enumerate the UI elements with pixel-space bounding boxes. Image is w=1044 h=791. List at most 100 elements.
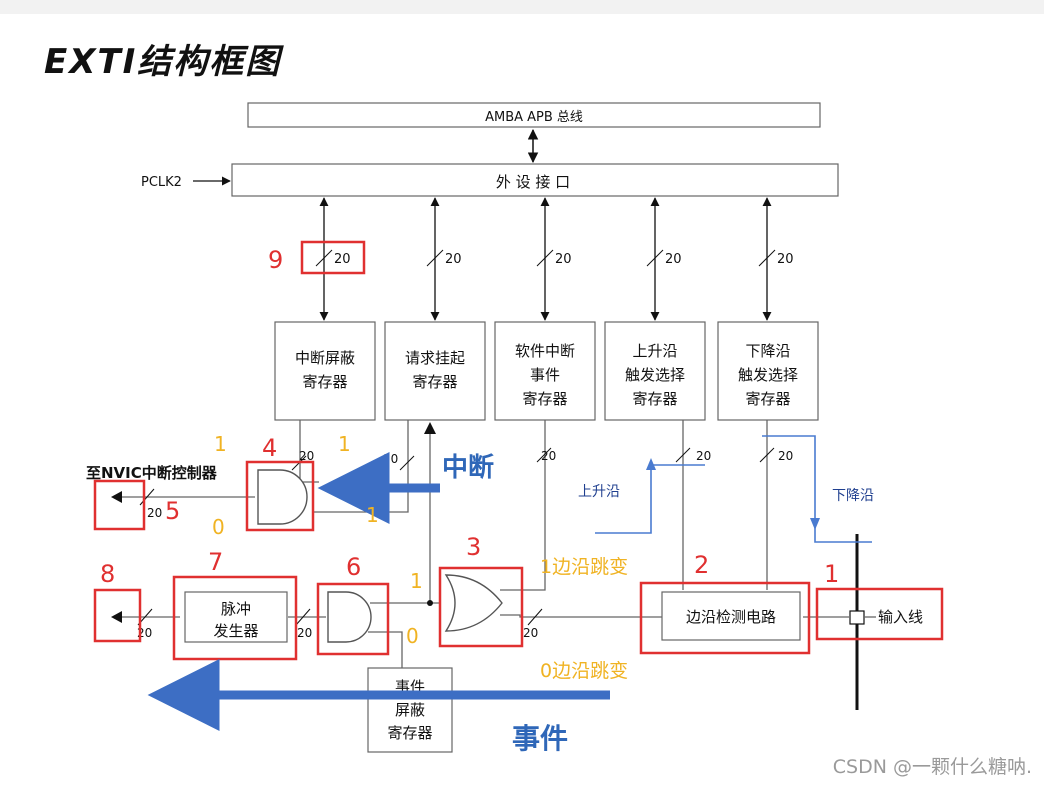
bus-slash bbox=[675, 447, 691, 463]
rising-edge-annotation: 上升沿 bbox=[578, 484, 620, 500]
input-pin bbox=[849, 610, 865, 625]
rising-select-register bbox=[604, 321, 706, 421]
nvic-output-arrowhead bbox=[111, 491, 122, 503]
rising-edge-arrowhead bbox=[646, 458, 656, 470]
bus-width-label: 20 bbox=[778, 449, 793, 463]
marker-8: 8 bbox=[100, 560, 115, 588]
marker-1: 1 bbox=[824, 560, 839, 588]
amba-bus-box bbox=[247, 102, 821, 128]
falling-select-register-line: 寄存器 bbox=[745, 390, 790, 408]
pending-register-line: 寄存器 bbox=[412, 373, 457, 391]
bit-annotation: 1 bbox=[338, 432, 351, 456]
bus-width-label: 20 bbox=[696, 449, 711, 463]
bus-slash bbox=[527, 608, 543, 626]
bus-width-label: 20 bbox=[147, 506, 162, 520]
bus-width-label: 20 bbox=[541, 449, 556, 463]
pulse-generator-line: 发生器 bbox=[213, 622, 258, 640]
marker-7: 7 bbox=[208, 548, 223, 576]
bus-slash bbox=[646, 249, 664, 267]
and-gate-4 bbox=[257, 469, 308, 525]
bus-width-label: 20 bbox=[777, 252, 794, 267]
marker-box-9 bbox=[300, 240, 366, 275]
event-mask-register bbox=[367, 667, 453, 753]
sw-int-event-register-line: 寄存器 bbox=[522, 390, 567, 408]
and-gate-6 bbox=[327, 591, 372, 643]
periph-interface-label: 外 设 接 口 bbox=[496, 173, 570, 191]
int-mask-register-line: 中断屏蔽 bbox=[295, 349, 355, 367]
bus-slash bbox=[139, 488, 155, 506]
rising-select-register-line: 触发选择 bbox=[625, 366, 685, 384]
wire-pending-out bbox=[313, 420, 409, 513]
bus-slash bbox=[536, 447, 552, 463]
bit-annotation: 0 bbox=[212, 515, 225, 539]
edge-0-annotation: 0边沿跳变 bbox=[540, 660, 628, 682]
amba-bus-label: AMBA APB 总线 bbox=[485, 110, 583, 125]
top-band bbox=[0, 0, 1044, 14]
nvic-label: 至NVIC中断控制器 bbox=[86, 464, 218, 482]
sw-int-event-register bbox=[494, 321, 596, 421]
bus-width-label: 20 bbox=[523, 626, 538, 640]
bus-slash bbox=[758, 249, 776, 267]
bus-width-label: 20 bbox=[297, 626, 312, 640]
bus-width-label: 20 bbox=[383, 452, 398, 466]
bus-width-label: 20 bbox=[555, 252, 572, 267]
marker-2: 2 bbox=[694, 551, 709, 579]
marker-3: 3 bbox=[466, 533, 481, 561]
bus-width-label: 20 bbox=[299, 449, 314, 463]
bus-slash bbox=[295, 608, 311, 626]
marker-box-5 bbox=[93, 479, 146, 531]
sw-int-event-register-line: 软件中断 bbox=[515, 342, 575, 360]
pending-register-line: 请求挂起 bbox=[405, 349, 465, 367]
rising-select-register-line: 上升沿 bbox=[632, 342, 677, 360]
bit-annotation: 1 bbox=[410, 569, 423, 593]
marker-box-2 bbox=[639, 581, 811, 655]
int-mask-register-line: 寄存器 bbox=[302, 373, 347, 391]
marker-9: 9 bbox=[268, 246, 283, 274]
bit-annotation: 0 bbox=[406, 624, 419, 648]
bus-slash bbox=[536, 249, 554, 267]
bus-slash bbox=[426, 249, 444, 267]
interrupt-annotation: 中断 bbox=[442, 452, 494, 483]
marker-box-4 bbox=[245, 460, 315, 532]
bit-annotation: 1 bbox=[366, 503, 379, 527]
marker-5: 5 bbox=[165, 497, 180, 525]
event-annotation: 事件 bbox=[512, 722, 568, 755]
falling-select-register bbox=[717, 321, 819, 421]
falling-edge-waveform bbox=[762, 435, 872, 543]
input-line-label: 输入线 bbox=[878, 608, 923, 626]
watermark: CSDN @一颗什么糖呐. bbox=[832, 756, 1032, 778]
bus-width-label: 20 bbox=[665, 252, 682, 267]
page-title: EXTI结构框图 bbox=[44, 42, 282, 82]
marker-box-8 bbox=[93, 588, 142, 643]
wire-sw-event bbox=[500, 420, 546, 591]
or-gate-3 bbox=[444, 574, 503, 632]
sw-int-event-register-line: 事件 bbox=[530, 366, 560, 384]
event-output-arrowhead bbox=[111, 611, 122, 623]
wire-edge-to-or bbox=[500, 614, 662, 618]
rising-select-register-line: 寄存器 bbox=[632, 390, 677, 408]
marker-4: 4 bbox=[262, 434, 277, 462]
wire-event-mask bbox=[368, 631, 403, 668]
bus-width-label: 20 bbox=[334, 252, 351, 267]
pulse-generator-box bbox=[184, 591, 288, 643]
marker-box-1 bbox=[815, 587, 944, 641]
bit-annotation: 1 bbox=[214, 432, 227, 456]
bus-width-label: 20 bbox=[445, 252, 462, 267]
junction-dot bbox=[427, 600, 433, 606]
pclk-label: PCLK2 bbox=[141, 175, 182, 190]
marker-box-7 bbox=[172, 575, 298, 661]
edge-1-annotation: 1边沿跳变 bbox=[540, 556, 628, 578]
falling-select-register-line: 下降沿 bbox=[745, 342, 790, 360]
bus-slash bbox=[315, 249, 333, 267]
pulse-generator-line: 脉冲 bbox=[221, 600, 251, 618]
edge-detect-label: 边沿检测电路 bbox=[686, 608, 776, 626]
int-mask-register bbox=[274, 321, 376, 421]
event-mask-register-line: 屏蔽 bbox=[395, 701, 425, 719]
falling-select-register-line: 触发选择 bbox=[738, 366, 798, 384]
rising-edge-waveform bbox=[595, 464, 705, 534]
bus-slash bbox=[399, 455, 415, 471]
marker-6: 6 bbox=[346, 553, 361, 581]
periph-interface-box bbox=[231, 163, 839, 197]
bus-slash bbox=[759, 447, 775, 463]
